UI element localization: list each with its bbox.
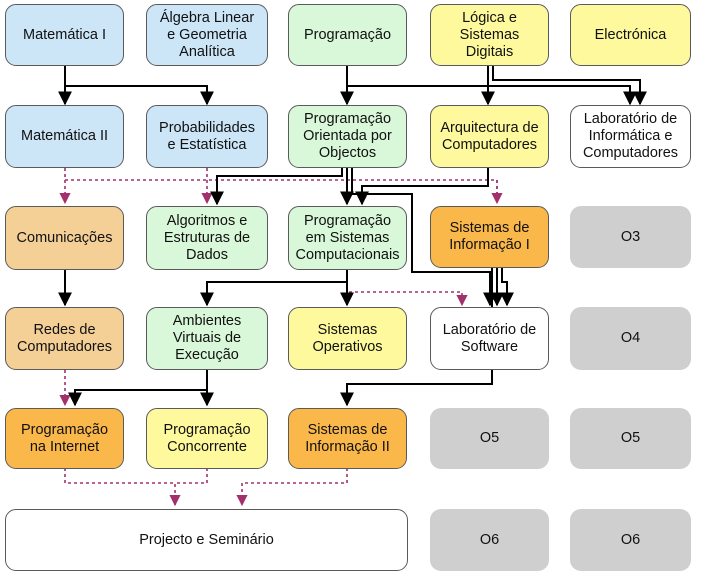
course-sistemas-operativos: Sistemas Operativos	[288, 307, 407, 370]
optional-o6: O6	[570, 509, 691, 571]
course-label: Redes de Computadores	[16, 321, 113, 355]
optional-o5: O5	[430, 408, 549, 469]
optional-label: O4	[620, 330, 641, 346]
course-label: Ambientes Virtuais de Execução	[172, 313, 242, 363]
course-prog-internet: Programação na Internet	[5, 408, 124, 469]
course-lab-software: Laboratório de Software	[430, 307, 549, 370]
course-label: Algoritmos e Estruturas de Dados	[163, 212, 251, 263]
optional-o6: O6	[430, 509, 549, 571]
optional-label: O5	[620, 430, 641, 446]
course-matematica-1: Matemática I	[5, 4, 124, 66]
course-lab-informatica: Laboratório de Informática e Computadore…	[570, 105, 691, 168]
dotted-arrow-mat2-to-comunicacoes	[64, 168, 498, 201]
course-label: Matemática II	[20, 128, 109, 144]
course-label: Electrónica	[594, 26, 667, 43]
course-algoritmos: Algoritmos e Estruturas de Dados	[146, 206, 268, 270]
course-label: Programação Orientada por Objectos	[303, 111, 392, 161]
course-programacao: Programação	[288, 4, 407, 66]
solid-arrow-prog-sistemas-to-ambientes	[200, 270, 348, 307]
course-label: Comunicações	[16, 229, 113, 246]
solid-arrow-arquitectura-to-prog-sistemas	[355, 168, 489, 206]
optional-o5: O5	[570, 408, 691, 469]
course-comunicacoes: Comunicações	[5, 206, 124, 270]
optional-label: O3	[620, 228, 641, 245]
course-matematica-2: Matemática II	[5, 105, 124, 168]
course-label: Álgebra Linear e Geometria Analítica	[159, 9, 255, 60]
course-ambientes: Ambientes Virtuais de Execução	[146, 307, 268, 370]
solid-arrow-logica-to-lab-informatica	[492, 66, 647, 106]
course-label: Laboratório de Informática e Computadore…	[582, 111, 679, 161]
optional-o3: O3	[570, 206, 691, 268]
solid-arrow-sistemas-info-1-to-lab-software-2	[500, 268, 514, 307]
course-label: Sistemas Operativos	[312, 321, 383, 355]
optional-label: O6	[620, 531, 641, 548]
course-probabilidades: Probabilidades e Estatística	[146, 105, 268, 168]
optional-label: O6	[479, 531, 500, 548]
course-redes: Redes de Computadores	[5, 307, 124, 370]
course-label: Probabilidades e Estatística	[159, 119, 255, 153]
course-label: Arquitectura de Computadores	[440, 119, 539, 153]
course-sistemas-info-1: Sistemas de Informação I	[430, 206, 549, 268]
optional-o4: O4	[570, 307, 691, 370]
course-label: Sistemas de Informação II	[305, 421, 390, 455]
dotted-arrow-to-lab-software	[346, 270, 468, 307]
dotted-arrow-prog-concorrente-to-projecto	[175, 468, 208, 484]
course-prog-concorrente: Programação Concorrente	[146, 408, 268, 469]
course-sistemas-info-2: Sistemas de Informação II	[288, 408, 407, 469]
course-label: Programação na Internet	[20, 421, 109, 455]
solid-arrow-ambientes-to-prog-internet	[68, 370, 208, 407]
course-label: Matemática I	[23, 26, 106, 43]
solid-arrow-programacao-to-lab-informatica	[347, 85, 637, 106]
dotted-arrow-sistemas-info-2-to-projecto	[236, 468, 348, 507]
course-projecto: Projecto e Seminário	[5, 509, 408, 571]
solid-arrow-poo-to-algoritmos	[210, 168, 343, 206]
course-algebra: Álgebra Linear e Geometria Analítica	[146, 4, 268, 66]
dotted-arrow-prog-internet-to-projecto	[64, 468, 181, 507]
course-label: Programação Concorrente	[163, 421, 251, 455]
course-poo: Programação Orientada por Objectos	[288, 105, 407, 168]
solid-arrow-mat1-to-probabilidades	[65, 85, 214, 106]
course-label: Lógica e Sistemas Digitais	[459, 9, 520, 60]
course-label: Programação em Sistemas Computacionais	[295, 212, 400, 263]
solid-arrow-poo-to-lab-software	[351, 168, 497, 307]
course-prog-sistemas: Programação em Sistemas Computacionais	[288, 206, 407, 270]
course-electronica: Electrónica	[570, 4, 691, 66]
course-arquitectura: Arquitectura de Computadores	[430, 105, 549, 168]
course-label: Sistemas de Informação I	[449, 220, 530, 253]
course-label: Laboratório de Software	[442, 321, 537, 355]
course-label: Programação	[303, 26, 392, 43]
course-label: Projecto e Seminário	[139, 531, 274, 548]
optional-label: O5	[479, 430, 500, 446]
course-logica: Lógica e Sistemas Digitais	[430, 4, 549, 66]
